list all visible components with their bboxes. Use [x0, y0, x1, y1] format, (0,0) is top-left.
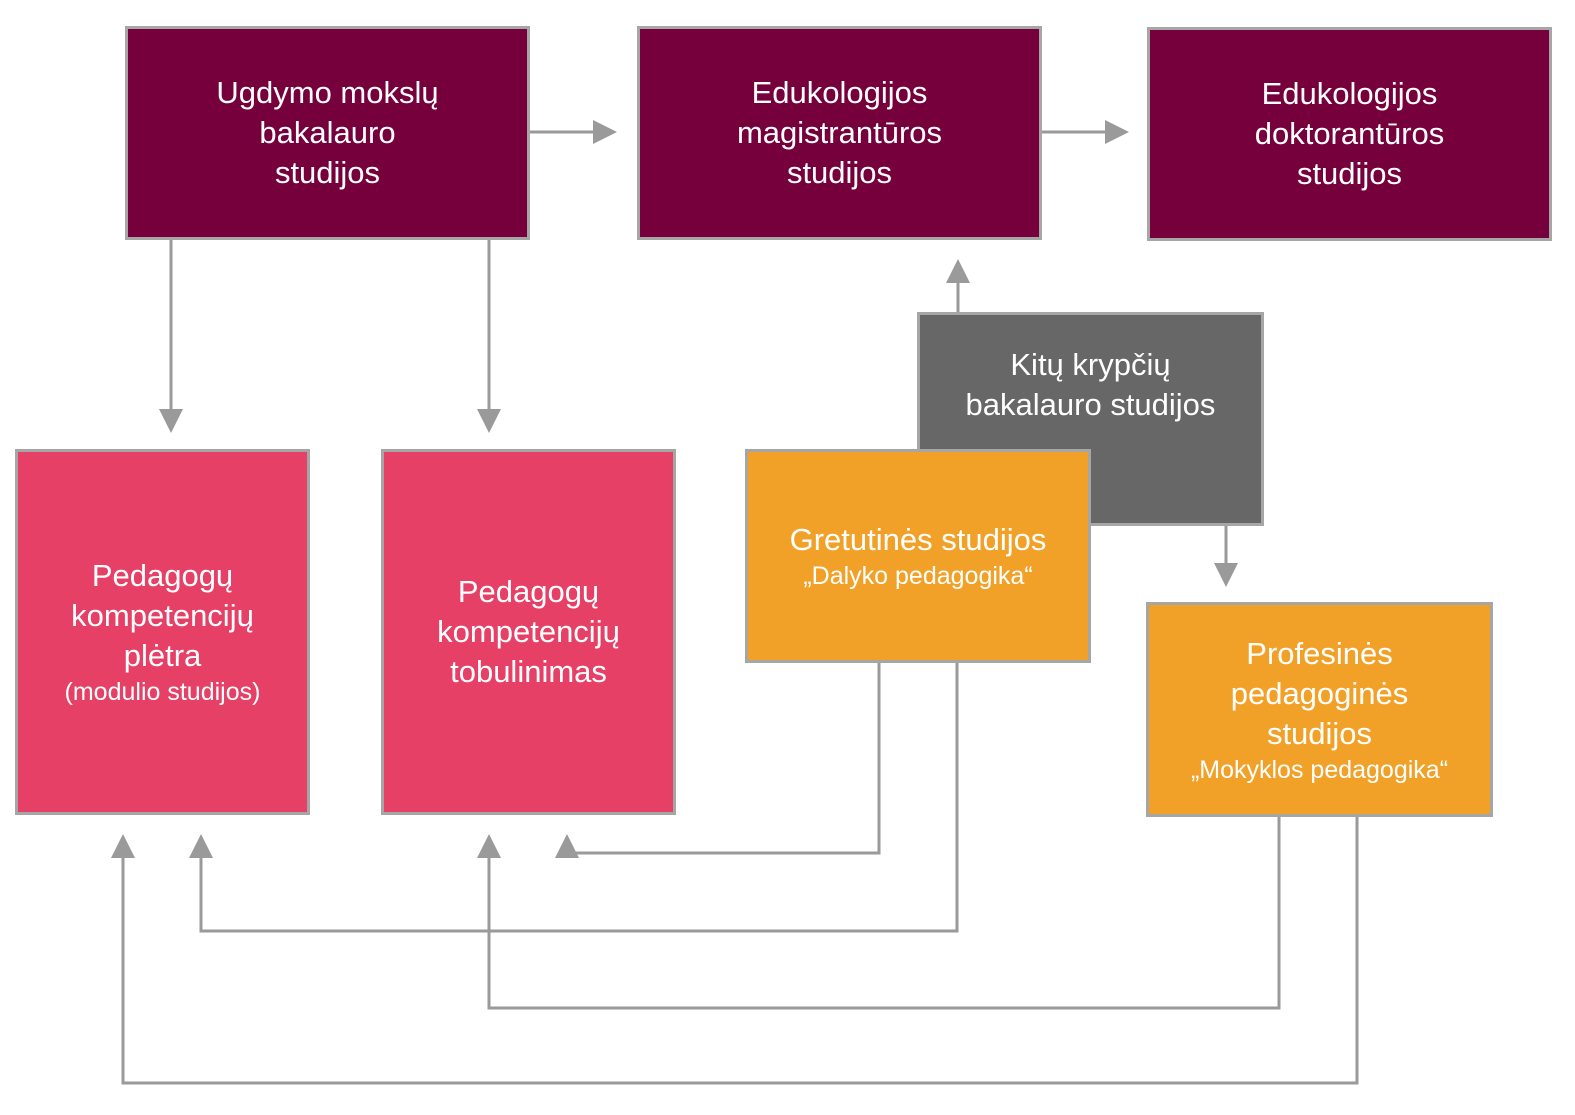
arrow-adjacent-to-competence-improvement: [555, 662, 881, 858]
node-professional-pedagogical-title: Profesinės pedagoginės studijos: [1230, 635, 1409, 751]
node-professional-pedagogical-subtitle: „Mokyklos pedagogika“: [1190, 755, 1449, 784]
node-adjacent-studies: Gretutinės studijos „Dalyko pedagogika“: [745, 449, 1091, 663]
arrow-professional-to-competence-improvement: [477, 816, 1281, 1010]
node-adjacent-studies-subtitle: „Dalyko pedagogika“: [803, 562, 1033, 590]
node-competence-improvement: Pedagogų kompetencijų tobulinimas: [381, 449, 676, 815]
node-competence-improvement-title: Pedagogų kompetencijų tobulinimas: [437, 574, 620, 689]
node-competence-development-title: Pedagogų kompetencijų plėtra: [71, 558, 254, 673]
node-doctoral-educology: Edukologijos doktorantūros studijos: [1147, 27, 1552, 241]
node-doctoral-educology-title: Edukologijos doktorantūros studijos: [1254, 76, 1445, 191]
node-adjacent-studies-title: Gretutinės studijos: [789, 522, 1047, 557]
node-masters-educology: Edukologijos magistrantūros studijos: [637, 26, 1042, 240]
node-masters-educology-title: Edukologijos magistrantūros studijos: [736, 75, 943, 190]
node-other-bachelor-title: Kitų krypčių bakalauro studijos: [965, 347, 1216, 422]
node-bachelor-education-title: Ugdymo mokslų bakalauro studijos: [216, 75, 439, 190]
node-bachelor-education: Ugdymo mokslų bakalauro studijos: [125, 26, 530, 240]
node-professional-pedagogical: Profesinės pedagoginės studijos „Mokyklo…: [1146, 602, 1493, 817]
arrow-professional-to-competence-development: [111, 816, 1359, 1085]
node-competence-development-subtitle: (modulio studijos): [64, 678, 261, 706]
node-competence-development: Pedagogų kompetencijų plėtra (modulio st…: [15, 449, 310, 815]
arrow-adjacent-to-competence-development: [189, 662, 959, 933]
